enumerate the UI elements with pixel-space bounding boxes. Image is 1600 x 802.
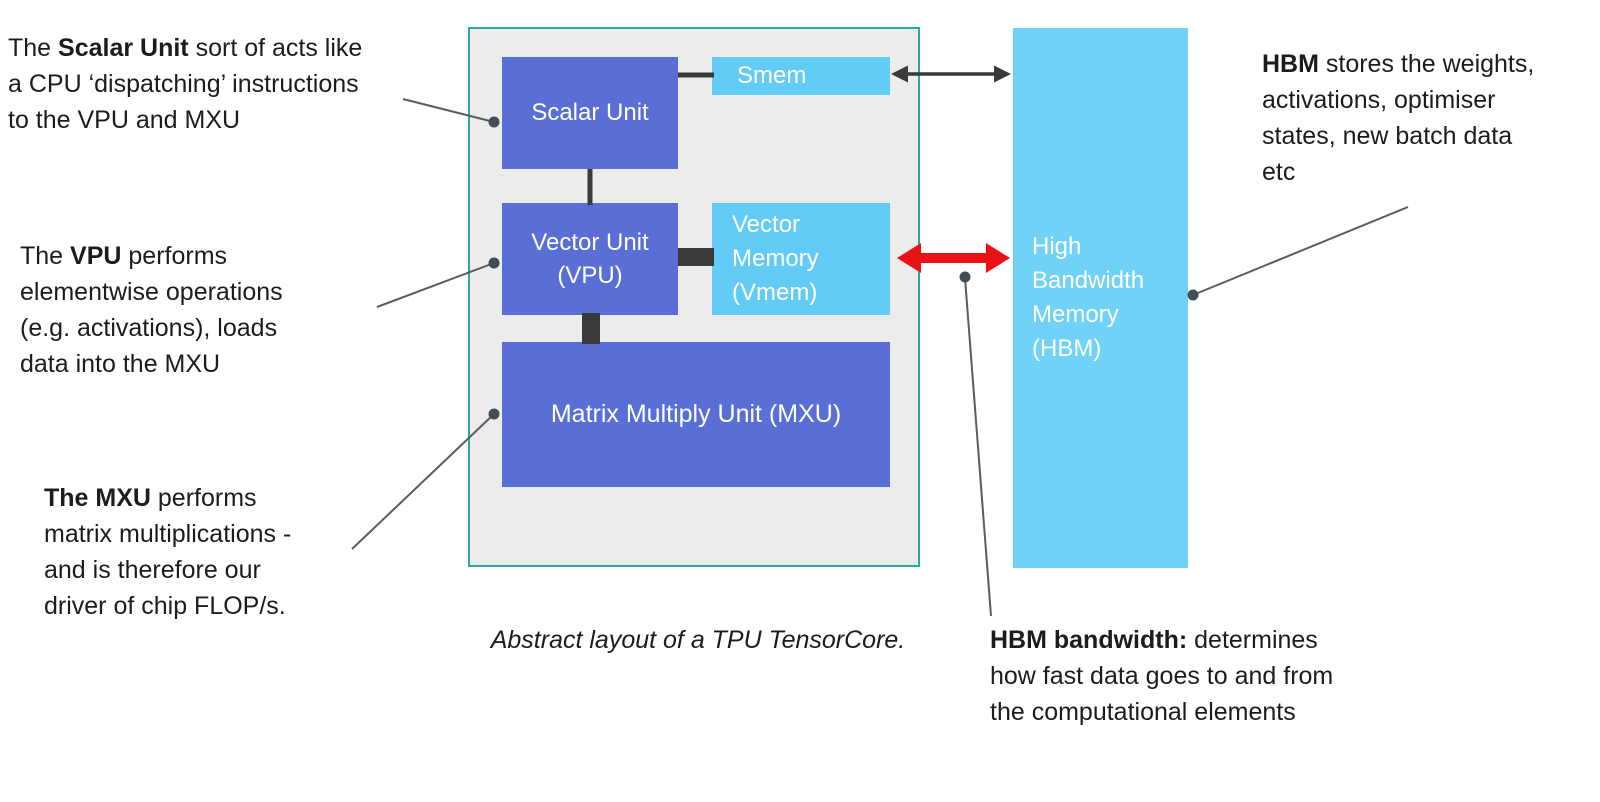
annotation-text: sort of acts like a CPU ‘dispatching’ in… (8, 34, 363, 134)
annotation-text: The (20, 242, 71, 270)
smem-label: Smem (737, 62, 807, 89)
annotation-bold-text: VPU (70, 242, 122, 270)
annotation-vpu: The VPU performs elementwise operations … (20, 238, 330, 382)
annotation-text: performs matrix multiplications - and is… (44, 484, 292, 620)
annotation-hbm-bandwidth: HBM bandwidth: determines how fast data … (990, 622, 1335, 730)
vmem-hbm-arrowhead-right (986, 243, 1010, 273)
annotation-bold-text: The MXU (44, 484, 151, 512)
leader-dot-hbm-bandwidth (959, 271, 971, 283)
smem-block: Smem (712, 57, 890, 95)
diagram-caption: Abstract layout of a TPU TensorCore. (490, 626, 906, 654)
scalar-unit-label: Scalar Unit (531, 99, 649, 126)
annotation-hbm: HBM stores the weights, activations, opt… (1262, 46, 1552, 190)
annotation-bold-text: HBM bandwidth: (990, 626, 1188, 654)
hbm-block: High Bandwidth Memory (HBM) (1013, 28, 1188, 568)
hbm-label-line: (HBM) (1032, 335, 1102, 362)
leader-dot-hbm (1187, 289, 1199, 301)
vmem-label-line: Vector (732, 211, 801, 238)
vector-unit-label-line: Vector Unit (531, 229, 649, 256)
vmem-block: Vector Memory (Vmem) (712, 203, 890, 315)
leader-line-hbm-bandwidth (964, 277, 992, 617)
vmem-label-line: (Vmem) (732, 279, 818, 306)
hbm-label-line: High (1032, 233, 1082, 260)
annotation-scalar-unit: The Scalar Unit sort of acts like a CPU … (8, 30, 373, 138)
annotation-mxu: The MXU performs matrix multiplications … (44, 480, 318, 624)
scalar-unit-block: Scalar Unit (502, 57, 678, 169)
vmem-label-line: Memory (732, 245, 819, 272)
annotation-bold-text: Scalar Unit (58, 34, 189, 62)
annotation-text: determines how fast data goes to and fro… (990, 626, 1334, 726)
annotation-text: The (8, 34, 59, 62)
smem-hbm-arrowhead-right (994, 65, 1011, 83)
hbm-label-line: Bandwidth (1032, 267, 1145, 294)
annotation-text: stores the weights, activations, optimis… (1262, 50, 1535, 186)
mxu-label: Matrix Multiply Unit (MXU) (550, 400, 842, 428)
hbm-label-line: Memory (1032, 301, 1119, 328)
annotation-bold-text: HBM (1262, 50, 1319, 78)
vector-unit-label-line: (VPU) (557, 262, 623, 289)
mxu-block: Matrix Multiply Unit (MXU) (502, 342, 890, 487)
vector-unit-block: Vector Unit (VPU) (502, 203, 678, 315)
annotation-text: performs elementwise operations (e.g. ac… (20, 242, 283, 378)
leader-line-hbm (1192, 206, 1409, 296)
